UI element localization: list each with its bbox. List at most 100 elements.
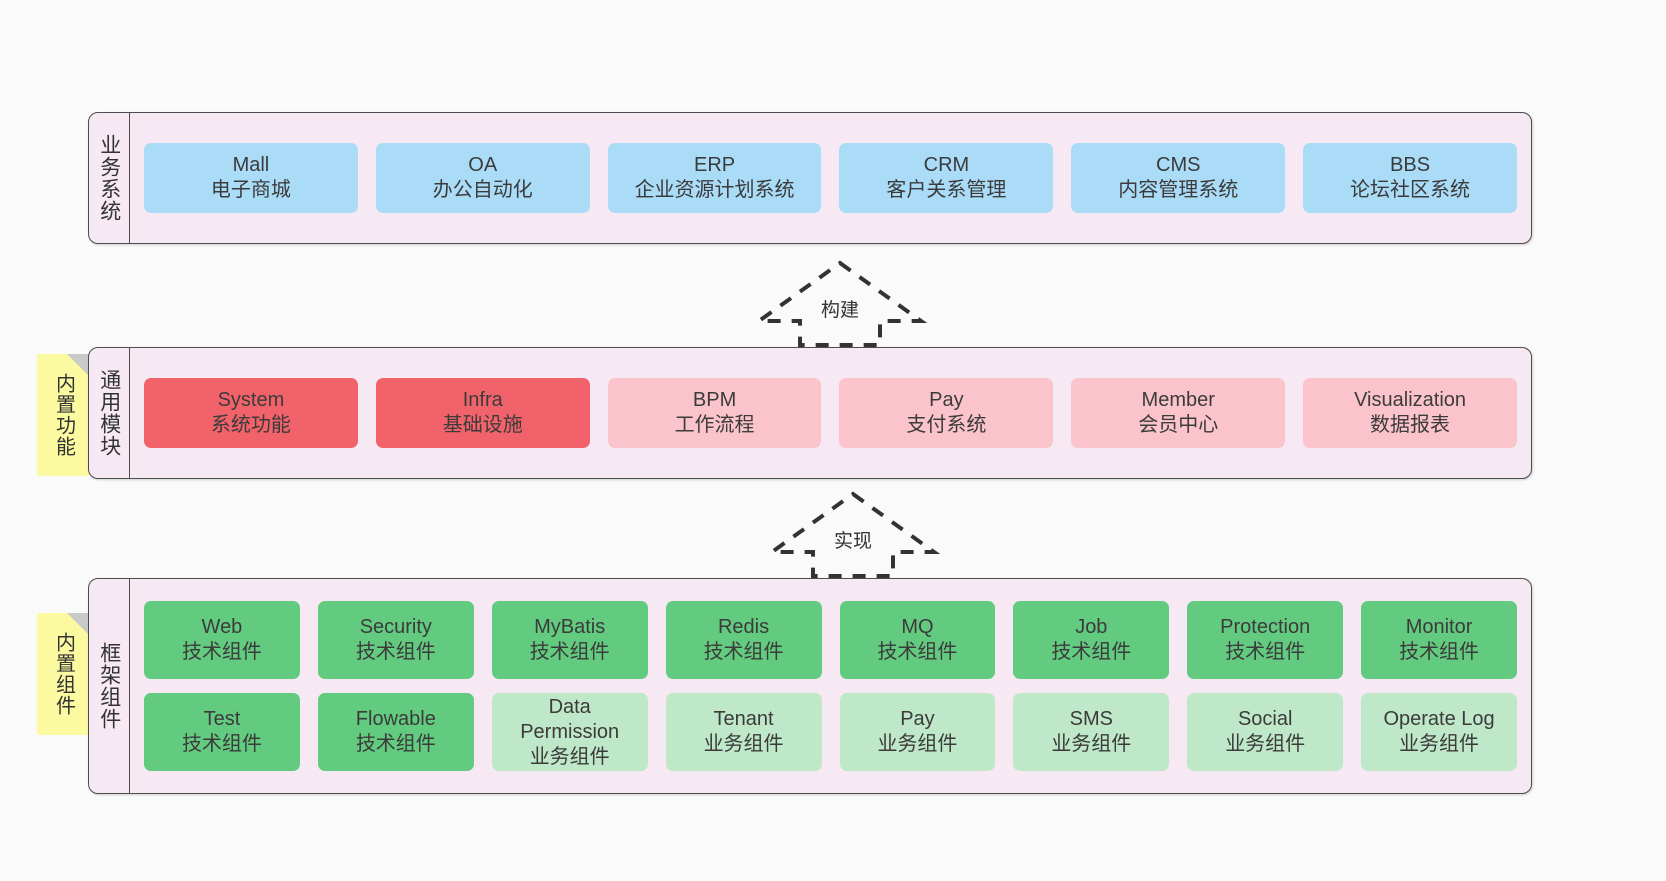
card-protection[interactable]: Protection 技术组件 — [1187, 601, 1344, 679]
card-subtitle: 技术组件 — [355, 733, 436, 755]
layer-label-business-system: 业务系统 — [89, 113, 130, 243]
card-title: Infra — [462, 389, 503, 411]
card-erp[interactable]: ERP 企业资源计划系统 — [607, 143, 822, 213]
card-subtitle: 支付系统 — [906, 414, 987, 436]
card-bbs[interactable]: BBS 论坛社区系统 — [1303, 143, 1517, 213]
card-title: MQ — [901, 616, 934, 638]
card-test[interactable]: Test 技术组件 — [144, 693, 300, 771]
card-subtitle: 业务组件 — [1225, 733, 1306, 755]
card-sms[interactable]: SMS 业务组件 — [1013, 693, 1170, 771]
card-bpm[interactable]: BPM 工作流程 — [607, 378, 822, 448]
card-title: Test — [203, 708, 241, 730]
card-subtitle: 数据报表 — [1370, 414, 1451, 436]
card-title: Protection — [1220, 616, 1311, 638]
card-subtitle: 基础设施 — [442, 414, 523, 436]
card-web[interactable]: Web 技术组件 — [144, 601, 300, 679]
card-data-permission[interactable]: Data Permission 业务组件 — [491, 693, 648, 771]
card-title: Web — [201, 616, 243, 638]
card-title: Social — [1237, 708, 1293, 730]
arrow-build: 构建 — [752, 259, 928, 347]
card-title: Data Permission — [520, 695, 620, 743]
card-title: Pay — [900, 708, 935, 730]
card-subtitle: 技术组件 — [529, 641, 610, 663]
card-cms[interactable]: CMS 内容管理系统 — [1071, 143, 1286, 213]
sticky-fold-corner-icon — [67, 613, 89, 635]
card-title: Pay — [929, 389, 964, 411]
arrow-up-dashed-icon — [752, 260, 928, 347]
card-mall[interactable]: Mall 电子商城 — [144, 143, 358, 213]
sticky-fold-corner-icon — [67, 354, 89, 376]
card-subtitle: 办公自动化 — [432, 179, 533, 201]
card-subtitle: 会员中心 — [1138, 414, 1219, 436]
card-subtitle: 业务组件 — [1051, 733, 1132, 755]
card-subtitle: 内容管理系统 — [1118, 179, 1239, 201]
card-mybatis[interactable]: MyBatis 技术组件 — [491, 601, 648, 679]
card-subtitle: 业务组件 — [703, 733, 784, 755]
card-row: Web 技术组件 Security 技术组件 MyBatis 技术组件 Redi… — [144, 601, 1517, 679]
card-tenant[interactable]: Tenant 业务组件 — [665, 693, 822, 771]
card-subtitle: 业务组件 — [1399, 733, 1480, 755]
card-redis[interactable]: Redis 技术组件 — [665, 601, 822, 679]
card-subtitle: 论坛社区系统 — [1350, 179, 1471, 201]
card-visualization[interactable]: Visualization 数据报表 — [1303, 378, 1517, 448]
card-security[interactable]: Security 技术组件 — [317, 601, 474, 679]
card-title: CMS — [1156, 154, 1201, 176]
card-subtitle: 客户关系管理 — [886, 179, 1007, 201]
card-subtitle: 技术组件 — [703, 641, 784, 663]
card-pay-module[interactable]: Pay 支付系统 — [839, 378, 1054, 448]
card-subtitle: 工作流程 — [674, 414, 755, 436]
card-member[interactable]: Member 会员中心 — [1071, 378, 1286, 448]
card-title: Operate Log — [1383, 708, 1495, 730]
card-title: OA — [468, 154, 498, 176]
card-title: Mall — [232, 154, 270, 176]
card-crm[interactable]: CRM 客户关系管理 — [839, 143, 1054, 213]
arrow-realize: 实现 — [765, 490, 941, 578]
card-subtitle: 电子商城 — [210, 179, 291, 201]
card-title: SMS — [1069, 708, 1113, 730]
card-row: System 系统功能 Infra 基础设施 BPM 工作流程 Pay 支付系统… — [144, 378, 1517, 448]
card-title: Security — [359, 616, 432, 638]
card-monitor[interactable]: Monitor 技术组件 — [1361, 601, 1517, 679]
card-title: Monitor — [1405, 616, 1473, 638]
card-title: CRM — [923, 154, 970, 176]
card-title: Redis — [717, 616, 770, 638]
layer-common-modules: 通用模块 System 系统功能 Infra 基础设施 BPM 工作流程 Pay… — [88, 347, 1532, 479]
card-pay-component[interactable]: Pay 业务组件 — [839, 693, 996, 771]
card-social[interactable]: Social 业务组件 — [1187, 693, 1344, 771]
card-flowable[interactable]: Flowable 技术组件 — [317, 693, 474, 771]
card-subtitle: 技术组件 — [1225, 641, 1306, 663]
card-system[interactable]: System 系统功能 — [144, 378, 358, 448]
card-subtitle: 企业资源计划系统 — [634, 179, 795, 201]
card-title: Tenant — [713, 708, 774, 730]
card-subtitle: 业务组件 — [877, 733, 958, 755]
card-infra[interactable]: Infra 基础设施 — [375, 378, 590, 448]
layer-label-framework-components: 框架组件 — [89, 579, 130, 793]
layer-body-framework-components: Web 技术组件 Security 技术组件 MyBatis 技术组件 Redi… — [130, 579, 1531, 793]
layer-business-system: 业务系统 Mall 电子商城 OA 办公自动化 ERP 企业资源计划系统 CRM… — [88, 112, 1532, 244]
arrow-up-dashed-icon — [765, 491, 941, 578]
card-title: BPM — [692, 389, 737, 411]
sticky-note-builtin-function: 内置功能 — [37, 354, 89, 476]
sticky-note-builtin-component: 内置组件 — [37, 613, 89, 735]
card-subtitle: 技术组件 — [877, 641, 958, 663]
card-row: Test 技术组件 Flowable 技术组件 Data Permission … — [144, 693, 1517, 771]
card-subtitle: 技术组件 — [181, 733, 262, 755]
layer-label-common-modules: 通用模块 — [89, 348, 130, 478]
card-title: BBS — [1390, 154, 1431, 176]
card-job[interactable]: Job 技术组件 — [1013, 601, 1170, 679]
card-subtitle: 技术组件 — [181, 641, 262, 663]
card-operate-log[interactable]: Operate Log 业务组件 — [1361, 693, 1517, 771]
card-title: ERP — [694, 154, 736, 176]
card-subtitle: 系统功能 — [210, 414, 291, 436]
sticky-note-label: 内置组件 — [52, 632, 75, 716]
card-subtitle: 业务组件 — [529, 745, 610, 768]
card-title: MyBatis — [534, 616, 606, 638]
card-title: Visualization — [1354, 389, 1467, 411]
card-subtitle: 技术组件 — [1399, 641, 1480, 663]
card-oa[interactable]: OA 办公自动化 — [375, 143, 590, 213]
card-subtitle: 技术组件 — [1051, 641, 1132, 663]
card-title: Job — [1075, 616, 1108, 638]
layer-body-business-system: Mall 电子商城 OA 办公自动化 ERP 企业资源计划系统 CRM 客户关系… — [130, 113, 1531, 243]
sticky-note-label: 内置功能 — [52, 373, 75, 457]
card-mq[interactable]: MQ 技术组件 — [839, 601, 996, 679]
